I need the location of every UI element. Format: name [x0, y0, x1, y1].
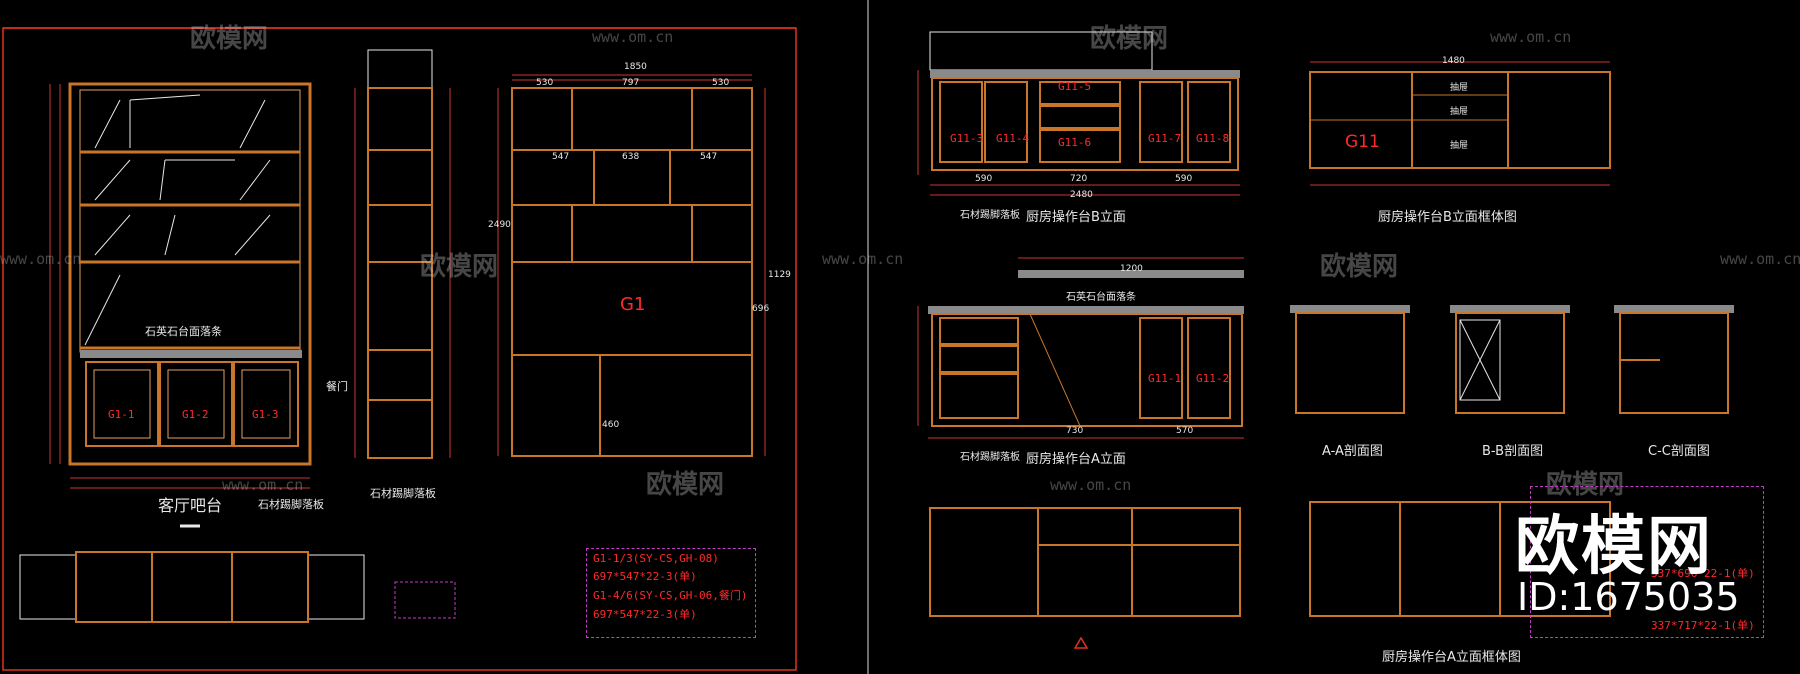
- spec-note-line: G1-1/3(SY-CS,GH-08): [593, 552, 719, 565]
- a-frame-title: 厨房操作台A立面框体图: [1382, 650, 1521, 665]
- b-elevation-stone: 石材踢脚落板: [960, 210, 1020, 221]
- watermark-url: www.om.cn: [0, 250, 82, 268]
- dim-top-width: 1850: [624, 62, 647, 72]
- dim-mid-sub: 638: [622, 152, 640, 162]
- stone-note-a: 石英石台面落条: [145, 325, 222, 338]
- watermark-brand: 欧模网: [1320, 252, 1399, 282]
- spec-note-line: 697*547*22-3(单): [593, 570, 697, 583]
- bar-front-elevation: [49, 82, 312, 489]
- section-a-title: A-A剖面图: [1322, 444, 1383, 459]
- sheet-borders: [2, 0, 869, 674]
- side-note: 337*696*22-1(单) 337*717*22-1(单): [1530, 486, 1764, 638]
- spec-note-line: G1-4/6(SY-CS,GH-06,餐门): [593, 589, 748, 602]
- watermark-url: www.om.cn: [592, 28, 674, 46]
- cabinet-tag: G1-3: [252, 408, 279, 421]
- dim-a-top: 1200: [1120, 264, 1143, 274]
- dim-b-sub: 720: [1070, 174, 1088, 184]
- dim-top-sub: 797: [622, 78, 640, 88]
- a-elevation-stone: 石材踢脚落板: [960, 452, 1020, 463]
- frame-label: G11: [1345, 132, 1380, 152]
- cabinet-tag: G1-2: [182, 408, 209, 421]
- frame-label: G1: [620, 294, 646, 315]
- spec-note-line: 697*547*22-3(单): [593, 608, 697, 621]
- cabinet-tag: G11-4: [996, 132, 1030, 145]
- watermark-url: www.om.cn: [1720, 250, 1800, 268]
- dim-side-height: 2490: [488, 220, 511, 230]
- drawer-label: 抽屉: [1450, 107, 1469, 117]
- kitchen-a-plan: [929, 501, 1611, 649]
- watermark-url: www.om.cn: [1050, 476, 1132, 494]
- dim-b-sub: 590: [1175, 174, 1193, 184]
- dim-b-top: 2480: [1070, 190, 1093, 200]
- dim-a-sub: 730: [1066, 426, 1084, 436]
- dim-side-right2: 696: [752, 304, 770, 314]
- side-door-label: 餐门: [326, 380, 348, 393]
- dim-a-sub: 570: [1176, 426, 1194, 436]
- watermark-brand: 欧模网: [190, 24, 269, 54]
- brand-logo-text: 欧模网: [1515, 510, 1713, 584]
- cabinet-tag: G11-8: [1196, 132, 1230, 145]
- kitchen-b-elevation: [917, 31, 1240, 196]
- dim-top-sub: 530: [712, 78, 730, 88]
- dim-b-sub: 590: [975, 174, 993, 184]
- kitchen-b-frame: [1309, 61, 1611, 186]
- spec-note: G1-1/3(SY-CS,GH-08) 697*547*22-3(单) G1-4…: [586, 548, 756, 638]
- side-note-line: 337*717*22-1(单): [1651, 619, 1755, 632]
- bar-side-section: [354, 49, 451, 459]
- side-note-line: 337*696*22-1(单): [1651, 567, 1755, 580]
- watermark-url: www.om.cn: [222, 476, 304, 494]
- section-c-title: C-C剖面图: [1648, 444, 1710, 459]
- stone-top-note: 石英石台面落条: [1066, 292, 1136, 303]
- dim-frame-top: 1480: [1442, 56, 1465, 66]
- dim-mid-sub: 547: [700, 152, 718, 162]
- kitchen-sections: [1290, 305, 1734, 414]
- cabinet-tag: G11-5: [1058, 80, 1092, 93]
- stone-note-b: 石材踢脚落板: [258, 498, 324, 511]
- drawer-label: 抽屉: [1450, 83, 1469, 93]
- dim-mid-sub: 547: [552, 152, 570, 162]
- side-stone-note: 石材踢脚落板: [370, 487, 436, 500]
- cabinet-tag: G11-1: [1148, 372, 1182, 385]
- watermark-brand: 欧模网: [1546, 470, 1625, 500]
- watermark-brand: 欧模网: [1090, 24, 1169, 54]
- cabinet-tag: G11-6: [1058, 136, 1092, 149]
- cabinet-tag: G11-2: [1196, 372, 1230, 385]
- section-b-title: B-B剖面图: [1482, 444, 1544, 459]
- brand-id: ID:1675035: [1517, 575, 1740, 619]
- cabinet-tag: G1-1: [108, 408, 135, 421]
- drawer-label: 抽屉: [1450, 141, 1469, 151]
- watermark-url: www.om.cn: [1490, 28, 1572, 46]
- cabinet-tag: G11-3: [950, 132, 984, 145]
- kitchen-a-elevation: [917, 257, 1244, 439]
- watermark-brand: 欧模网: [646, 470, 725, 500]
- front-elevation-title: 客厅吧台: [158, 496, 223, 515]
- b-elevation-title: 厨房操作台B立面: [1026, 210, 1126, 225]
- bar-plan-view: [19, 524, 456, 623]
- cabinet-tag: G11-7: [1148, 132, 1182, 145]
- b-frame-title: 厨房操作台B立面框体图: [1378, 210, 1517, 225]
- a-elevation-title: 厨房操作台A立面: [1026, 452, 1126, 467]
- watermark-brand: 欧模网: [420, 252, 499, 282]
- dim-side-bottom: 460: [602, 420, 620, 430]
- dim-side-right: 1129: [768, 270, 791, 280]
- dim-top-sub: 530: [536, 78, 554, 88]
- watermark-url: www.om.cn: [822, 250, 904, 268]
- bar-frame-elevation: [497, 74, 766, 457]
